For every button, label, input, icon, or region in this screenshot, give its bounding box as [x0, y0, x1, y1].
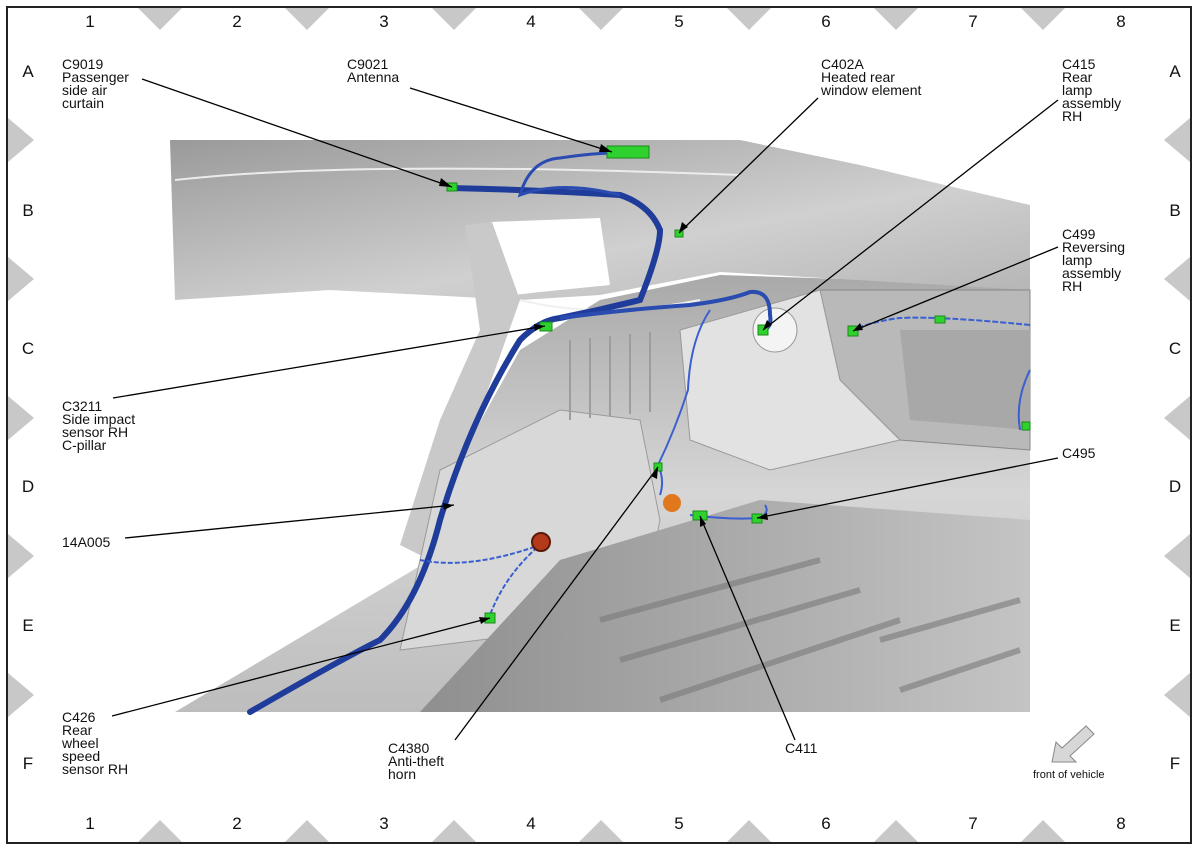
diagram-frame — [6, 6, 1192, 844]
border-triangle-right-2 — [1164, 257, 1190, 301]
components — [531, 494, 681, 552]
grid-row-left-c: C — [21, 339, 35, 358]
grid-col-top-7: 7 — [968, 12, 978, 31]
grid-row-left-e: E — [22, 616, 34, 635]
grid-col-bottom-7: 7 — [968, 814, 978, 833]
leader-c3211 — [112, 325, 546, 399]
callout-c402a: C402A Heated rear window element — [821, 56, 922, 98]
border-triangle-top-6 — [874, 8, 918, 30]
trunk-floor — [420, 500, 1030, 712]
grid-row-left-b: B — [22, 201, 34, 220]
grid-row-right-e: E — [1169, 616, 1181, 635]
callout-c3211: C3211 Side impact sensor RH C-pillar — [62, 398, 136, 453]
grid-col-top-1: 1 — [85, 12, 95, 31]
border-triangle-top-2 — [285, 8, 329, 30]
border-triangle-top-4 — [579, 8, 623, 30]
border-triangle-left-4 — [8, 534, 34, 578]
grid-row-right-a: A — [1169, 62, 1181, 81]
front-of-vehicle-label: front of vehicle — [1033, 769, 1105, 781]
border-triangle-bottom-6 — [874, 820, 918, 842]
grid-col-bottom-2: 2 — [232, 814, 242, 833]
grid-col-top-4: 4 — [526, 12, 536, 31]
grid-row-right-c: C — [1168, 339, 1182, 358]
grid-row-left-f: F — [22, 754, 34, 773]
border-triangle-top-3 — [432, 8, 476, 30]
grid-col-top-5: 5 — [674, 12, 684, 31]
grid-col-bottom-8: 8 — [1116, 814, 1126, 833]
border-triangle-bottom-7 — [1021, 820, 1065, 842]
grid-col-bottom-6: 6 — [821, 814, 831, 833]
grid-col-bottom-5: 5 — [674, 814, 684, 833]
vehicle-body-illustration — [170, 140, 1031, 712]
leader-arrowheads — [439, 144, 863, 624]
connector-aux-2 — [1021, 421, 1031, 431]
callout-c9019: C9019 Passenger side air curtain — [62, 56, 129, 111]
grid-row-right-b: B — [1169, 201, 1181, 220]
grid-col-bottom-1: 1 — [85, 814, 95, 833]
leader-c495 — [756, 457, 1059, 519]
leader-c402a — [678, 97, 819, 234]
border-triangle-right-5 — [1164, 673, 1190, 717]
callout-14a005: 14A005 — [62, 534, 111, 550]
callout-c426: C426 Rear wheel speed sensor RH — [62, 709, 129, 777]
callout-c9021: C9021 Antenna — [347, 56, 400, 85]
leader-c426 — [111, 617, 491, 717]
leader-14a005 — [124, 504, 455, 539]
border-triangle-bottom-4 — [579, 820, 623, 842]
connector-c9021 — [606, 145, 650, 159]
border-triangle-right-3 — [1164, 396, 1190, 440]
grid-col-top-6: 6 — [821, 12, 831, 31]
harness-14a005-main — [247, 185, 664, 715]
window-opening — [490, 218, 610, 296]
border-triangle-top-1 — [138, 8, 182, 30]
front-of-vehicle-arrow-icon — [1051, 725, 1095, 763]
grid-col-bottom-4: 4 — [526, 814, 536, 833]
leader-c9021 — [409, 87, 613, 153]
border-triangle-bottom-1 — [138, 820, 182, 842]
grid-col-top-2: 2 — [232, 12, 242, 31]
leader-lines — [111, 78, 1059, 741]
leader-c411 — [699, 515, 796, 741]
grid-row-left-a: A — [22, 62, 34, 81]
border-triangle-right-4 — [1164, 534, 1190, 578]
callout-c495: C495 — [1062, 445, 1096, 461]
callout-c415: C415 Rear lamp assembly RH — [1062, 56, 1122, 124]
callout-c4380: C4380 Anti-theft horn — [388, 740, 445, 782]
border-triangle-top-7 — [1021, 8, 1065, 30]
callout-c499: C499 Reversing lamp assembly RH — [1062, 226, 1126, 294]
grid-col-top-8: 8 — [1116, 12, 1126, 31]
sensor-grommet — [531, 532, 551, 552]
border-triangle-top-5 — [727, 8, 771, 30]
anti-theft-horn-shape — [663, 494, 681, 512]
grid-row-right-f: F — [1169, 754, 1181, 773]
leader-c499 — [852, 246, 1059, 332]
border-triangle-right-1 — [1164, 118, 1190, 162]
connector-c402a — [674, 229, 684, 238]
border-triangle-left-3 — [8, 396, 34, 440]
grid-col-bottom-3: 3 — [379, 814, 389, 833]
border-triangle-bottom-2 — [285, 820, 329, 842]
leader-c4380 — [454, 466, 659, 741]
border-triangle-bottom-5 — [727, 820, 771, 842]
grid-row-right-d: D — [1168, 477, 1182, 496]
border-triangle-left-1 — [8, 118, 34, 162]
border-triangle-left-2 — [8, 257, 34, 301]
grid-col-top-3: 3 — [379, 12, 389, 31]
c-pillar — [400, 222, 520, 560]
callout-c411: C411 — [785, 740, 818, 756]
grid-row-left-d: D — [21, 477, 35, 496]
border-triangles — [8, 8, 1190, 842]
connector-aux-1 — [934, 315, 946, 324]
border-triangle-bottom-3 — [432, 820, 476, 842]
leader-c9019 — [141, 78, 453, 188]
border-triangle-left-5 — [8, 673, 34, 717]
leader-c415 — [762, 99, 1059, 331]
wiring-harness — [247, 151, 1031, 715]
